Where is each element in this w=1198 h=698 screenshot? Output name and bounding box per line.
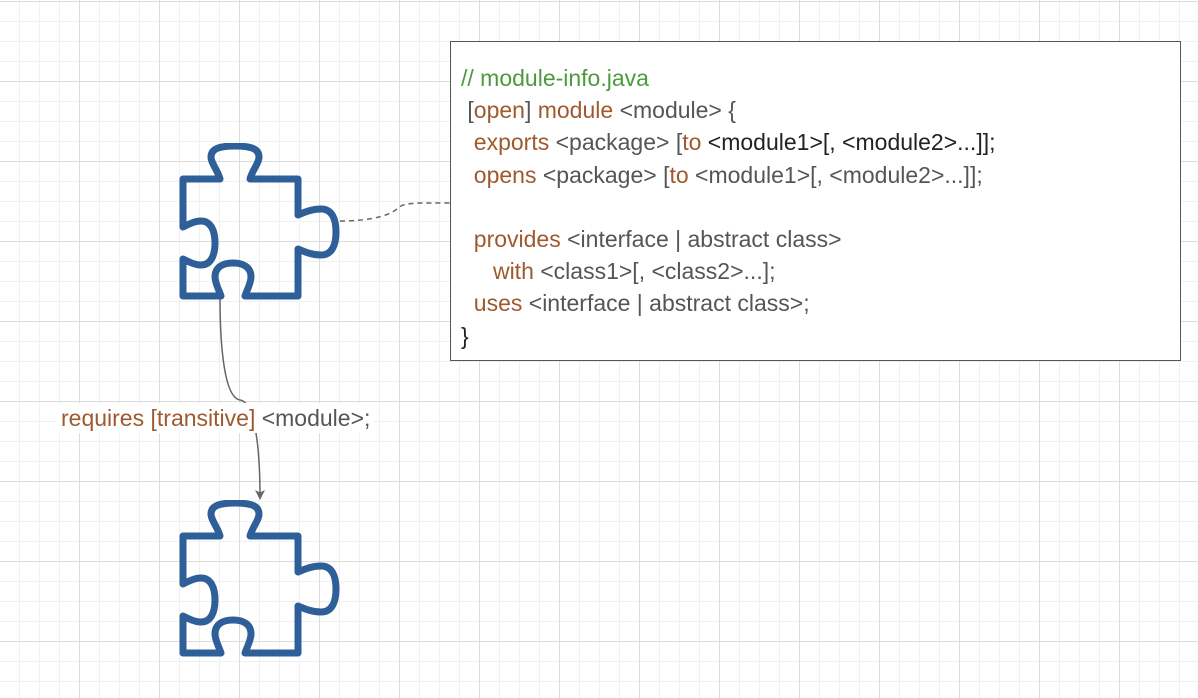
with-rest: <class1>[, <class2>...]; [540, 258, 776, 285]
requires-arrow [219, 297, 265, 500]
module-decl-rest: <module> { [619, 97, 736, 124]
bracket: ] [248, 405, 256, 431]
package-placeholder: <package> [542, 161, 657, 188]
closing-brace: } [461, 322, 469, 349]
code-line-provides: provides <interface | abstract class> [461, 223, 1180, 255]
code-line-opens: opens <package> [to <module1>[, <module2… [461, 159, 1180, 191]
to-keyword: to [669, 161, 689, 188]
uses-rest: <interface | abstract class>; [528, 290, 810, 317]
requires-keyword: requires [61, 405, 145, 431]
bracket: [ [150, 405, 157, 431]
bracket: ] [524, 97, 532, 124]
code-comment: // module-info.java [461, 65, 649, 91]
module-info-box: // module-info.java [open] module <modul… [450, 41, 1181, 361]
requires-rest: <module>; [261, 405, 371, 431]
opens-keyword: opens [473, 161, 537, 188]
bracket: [ [663, 161, 670, 188]
module-keyword: module [537, 97, 614, 124]
to-keyword: to [682, 129, 702, 156]
dashed-connector [339, 202, 451, 222]
with-keyword: with [492, 258, 534, 285]
package-placeholder: <package> [555, 129, 670, 156]
code-line-uses: uses <interface | abstract class>; [461, 287, 1180, 319]
uses-keyword: uses [473, 290, 523, 317]
provides-rest: <interface | abstract class> [567, 225, 842, 252]
transitive-keyword: transitive [156, 405, 249, 431]
bracket: [ [467, 97, 474, 124]
exports-keyword: exports [473, 129, 550, 156]
provides-keyword: provides [473, 225, 561, 252]
open-keyword: open [473, 97, 525, 124]
opens-rest: <module1>[, <module2>...]]; [695, 161, 983, 188]
code-line-with: with <class1>[, <class2>...]; [461, 255, 1180, 287]
puzzle-piece-icon [179, 500, 340, 657]
exports-rest: <module1>[, <module2>...]]; [707, 129, 996, 156]
code-line-exports: exports <package> [to <module1>[, <modul… [461, 126, 1180, 158]
code-line-blank [461, 191, 1180, 223]
code-line-module: [open] module <module> { [461, 94, 1180, 126]
bracket: [ [675, 129, 683, 156]
code-line-close: } [461, 320, 1180, 352]
puzzle-piece-icon [179, 143, 340, 300]
code-line-comment: // module-info.java [461, 62, 1180, 94]
requires-label: requires [transitive] <module>; [57, 403, 375, 433]
